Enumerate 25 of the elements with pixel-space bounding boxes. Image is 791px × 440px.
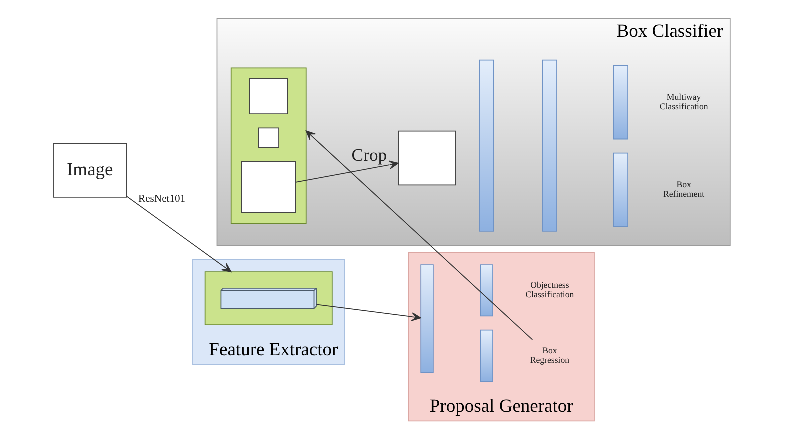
cluster: Feature Extractor	[192, 259, 346, 366]
arrow	[296, 160, 399, 183]
arrow	[306, 130, 534, 340]
arrow	[126, 196, 232, 273]
node-bar	[480, 330, 494, 382]
node-text: Box Regression	[530, 345, 570, 365]
edge-label: Crop	[352, 144, 388, 165]
node-bar	[479, 60, 494, 232]
node-box	[258, 128, 280, 148]
cluster	[204, 272, 333, 326]
node-box	[242, 161, 296, 214]
node-bar	[613, 152, 628, 228]
node-label: Box Refinement	[664, 179, 705, 200]
node-box	[398, 130, 456, 186]
node-bar	[420, 264, 434, 374]
node-bar	[542, 60, 558, 232]
edge-label: ResNet101	[138, 194, 186, 205]
node-label: Objectness Classification	[526, 280, 574, 300]
node-box	[249, 78, 288, 115]
node-label: Multiway Classification	[660, 92, 708, 112]
node-bar	[613, 66, 628, 140]
cluster	[230, 68, 307, 224]
node-box: Image	[53, 143, 128, 198]
arrow	[316, 304, 422, 322]
node-bar	[480, 264, 494, 317]
